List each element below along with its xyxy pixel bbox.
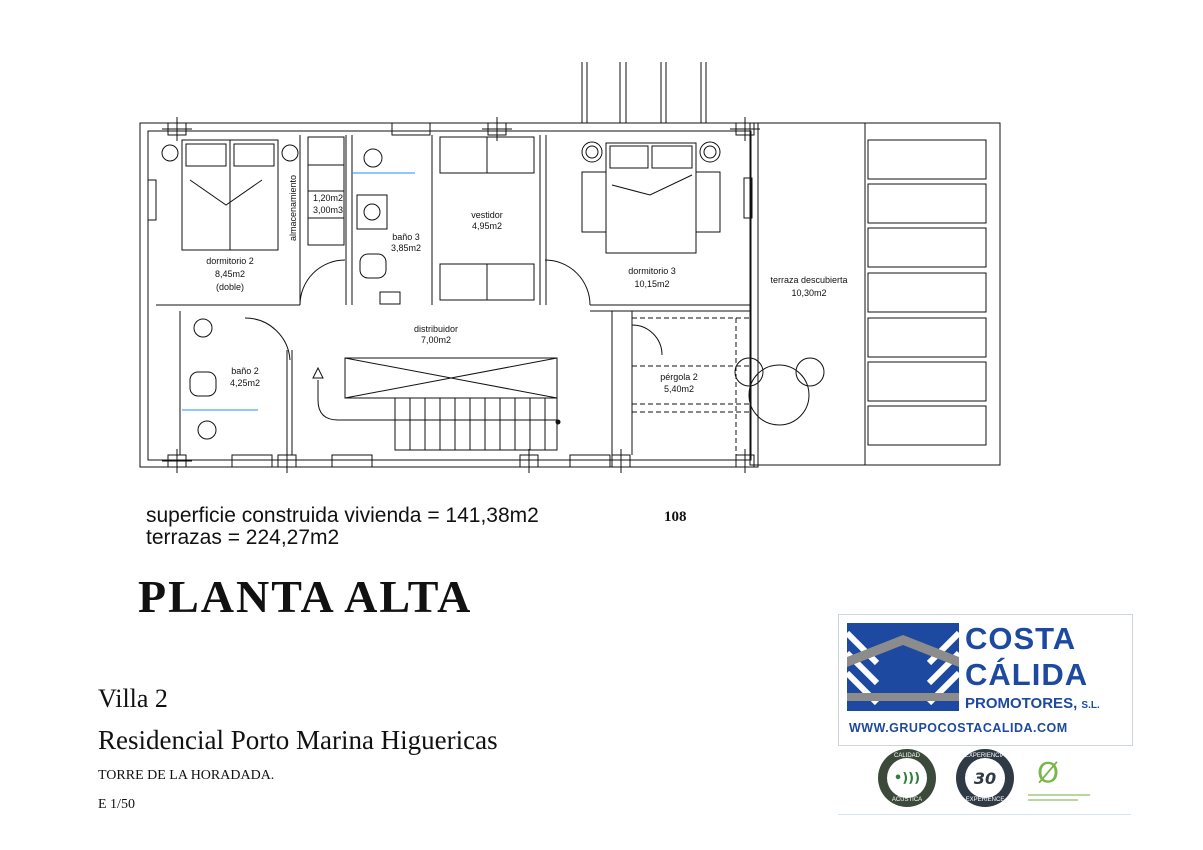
badge-bottom-text: EXPERIENCE [965, 797, 1005, 803]
logo-promotores: PROMOTORES, [965, 695, 1078, 712]
company-logo: COSTA CÁLIDA PROMOTORES, S.L. WWW.GRUPOC… [838, 614, 1133, 746]
built-area-text: superficie construida vivienda = 141,38m… [146, 504, 539, 527]
logo-brand-line-3: PROMOTORES, S.L. [965, 695, 1100, 712]
badge-top-text: EXPERIENCIA [964, 753, 1006, 759]
sostenibilidad-text-line [1028, 799, 1078, 801]
bed-dormitorio-2 [181, 139, 279, 251]
thirty-years-icon: 30 [965, 758, 1005, 798]
room-label-bano-3: baño 3 [392, 232, 420, 242]
staircase [312, 357, 558, 451]
logo-brand-line-1: COSTA [965, 621, 1077, 656]
room-area-pergola: 5,40m2 [664, 384, 694, 394]
residential-name: Residencial Porto Marina Higuericas [98, 725, 498, 755]
badge-top-text: CALIDAD [893, 753, 920, 759]
page-number: 108 [664, 509, 687, 525]
room-label-terraza: terraza descubierta [770, 275, 847, 285]
room-label-bano-2: baño 2 [231, 366, 259, 376]
logo-website: WWW.GRUPOCOSTACALIDA.COM [849, 721, 1068, 735]
terraces-area-text: terrazas = 224,27m2 [146, 526, 340, 549]
room-label-distribuidor: distribuidor [414, 324, 458, 334]
logo-roof-icon [847, 623, 959, 711]
exterior-wall [139, 122, 759, 468]
page-title: PLANTA ALTA [138, 571, 473, 622]
room-area-distribuidor: 7,00m2 [421, 335, 451, 345]
room-label-almacenamiento: almacenamiento [288, 175, 298, 241]
structural-columns [162, 117, 760, 473]
room-volume-almacenamiento: 3,00m3 [313, 205, 343, 215]
terrace-slats [867, 139, 987, 446]
acoustic-icon: •))) [887, 758, 927, 798]
room-area-bano-2: 4,25m2 [230, 378, 260, 388]
room-area-almacenamiento: 1,20m2 [313, 193, 343, 203]
scale: E 1/50 [98, 797, 135, 812]
logo-suffix: S.L. [1081, 700, 1100, 711]
badge-bottom-text: ACÚSTICA [891, 797, 923, 803]
room-label-dormitorio-2: dormitorio 2 [206, 256, 254, 266]
room-area-bano-3: 3,85m2 [391, 243, 421, 253]
calidad-acustica-badge: •))) CALIDAD ACÚSTICA [878, 749, 936, 807]
room-label-dormitorio-3: dormitorio 3 [628, 266, 676, 276]
room-area-vestidor: 4,95m2 [472, 221, 502, 231]
room-area-dormitorio-3: 10,15m2 [634, 279, 669, 289]
room-label-pergola: pérgola 2 [660, 372, 698, 382]
location: TORRE DE LA HORADADA. [98, 768, 275, 783]
room-label-vestidor: vestidor [471, 210, 503, 220]
certification-badges: •))) CALIDAD ACÚSTICA 30 EXPERIENCIA EXP… [838, 746, 1131, 815]
room-area-terraza: 10,30m2 [791, 288, 826, 298]
room-area-dormitorio-2: 8,45m2 [215, 269, 245, 279]
bed-dormitorio-3 [581, 141, 721, 254]
villa-name: Villa 2 [98, 684, 168, 713]
experiencia-badge: 30 EXPERIENCIA EXPERIENCE [956, 749, 1014, 807]
terrace-outline [749, 122, 1001, 466]
sostenibilidad-text-line [1028, 794, 1090, 796]
floor-plan: dormitorio 2 8,45m2 (doble) almacenamien… [139, 62, 1001, 473]
logo-brand-line-2: CÁLIDA [965, 657, 1089, 692]
sostenibilidad-badge: Ø [1036, 755, 1060, 789]
room-note-dormitorio-2: (doble) [216, 282, 244, 292]
